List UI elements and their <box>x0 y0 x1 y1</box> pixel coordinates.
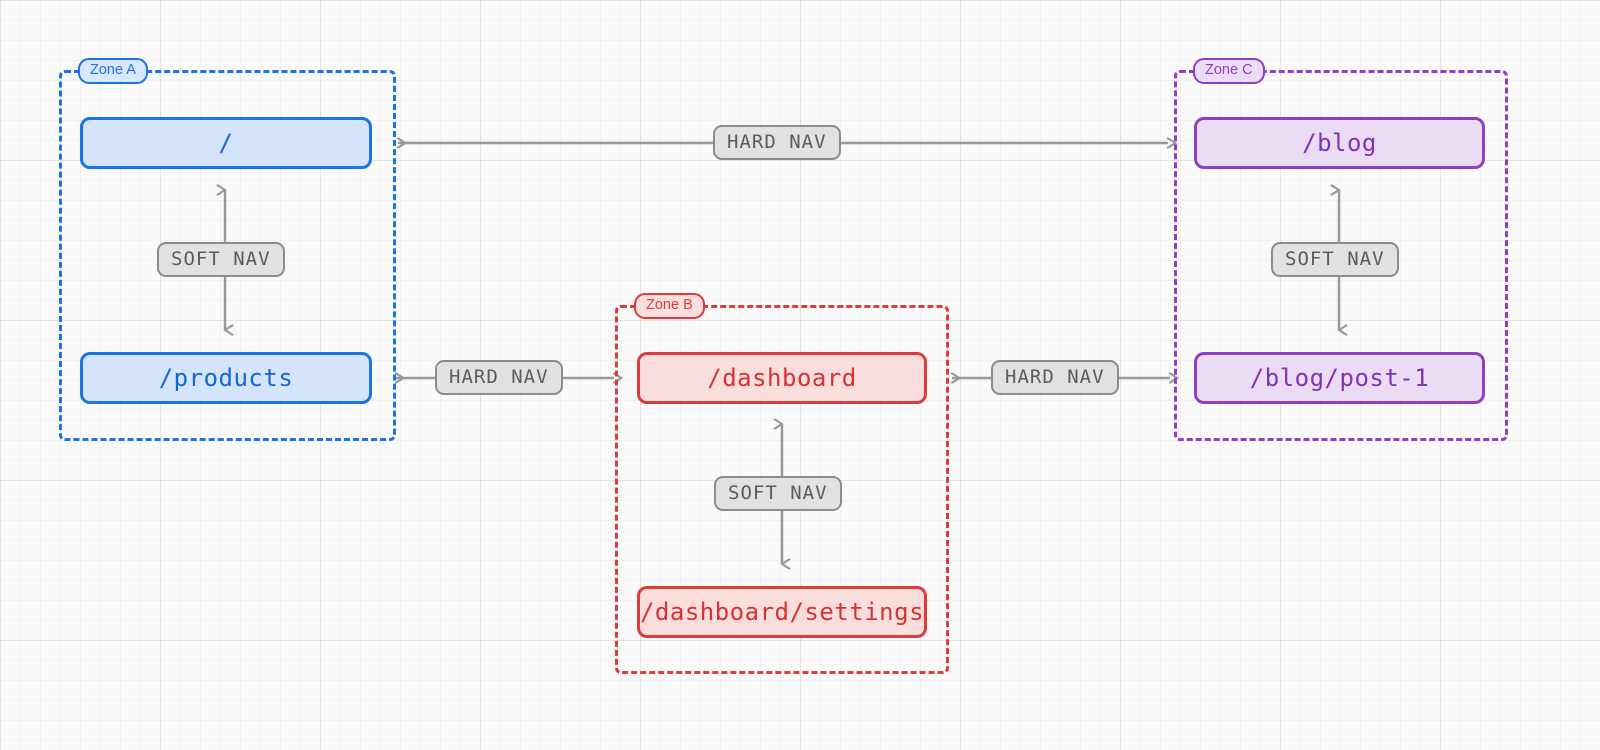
edge-label-soft-nav-zone-b-text: SOFT NAV <box>728 482 828 504</box>
node-dashboard-settings[interactable]: /dashboard/settings <box>637 586 927 638</box>
edge-label-hard-nav-dashboard-blogpost-text: HARD NAV <box>1005 366 1105 388</box>
node-products-label: /products <box>158 364 294 392</box>
node-blog-post-1-label: /blog/post-1 <box>1249 364 1430 392</box>
node-blog-post-1[interactable]: /blog/post-1 <box>1194 352 1485 404</box>
zone-c-label: Zone C <box>1193 58 1265 84</box>
node-root-label: / <box>218 129 234 157</box>
edge-label-hard-nav-root-blog-text: HARD NAV <box>727 131 827 153</box>
edge-label-soft-nav-zone-c: SOFT NAV <box>1271 242 1399 277</box>
edge-label-hard-nav-root-blog: HARD NAV <box>713 125 841 160</box>
zone-b-label: Zone B <box>634 293 705 319</box>
edge-label-hard-nav-dashboard-blogpost: HARD NAV <box>991 360 1119 395</box>
zone-c-container[interactable]: Zone C <box>1174 58 1508 441</box>
edge-label-hard-nav-products-dashboard-text: HARD NAV <box>449 366 549 388</box>
node-root[interactable]: / <box>80 117 372 169</box>
zone-a-container[interactable]: Zone A <box>59 58 396 441</box>
node-products[interactable]: /products <box>80 352 372 404</box>
edge-label-soft-nav-zone-a: SOFT NAV <box>157 242 285 277</box>
node-blog[interactable]: /blog <box>1194 117 1485 169</box>
node-blog-label: /blog <box>1302 129 1377 157</box>
zone-a-label: Zone A <box>78 58 148 84</box>
edge-label-soft-nav-zone-a-text: SOFT NAV <box>171 248 271 270</box>
node-dashboard[interactable]: /dashboard <box>637 352 927 404</box>
edge-label-soft-nav-zone-b: SOFT NAV <box>714 476 842 511</box>
node-dashboard-label: /dashboard <box>707 364 857 392</box>
zone-b-container[interactable]: Zone B <box>615 293 949 674</box>
edge-label-hard-nav-products-dashboard: HARD NAV <box>435 360 563 395</box>
edge-label-soft-nav-zone-c-text: SOFT NAV <box>1285 248 1385 270</box>
node-dashboard-settings-label: /dashboard/settings <box>639 598 925 626</box>
